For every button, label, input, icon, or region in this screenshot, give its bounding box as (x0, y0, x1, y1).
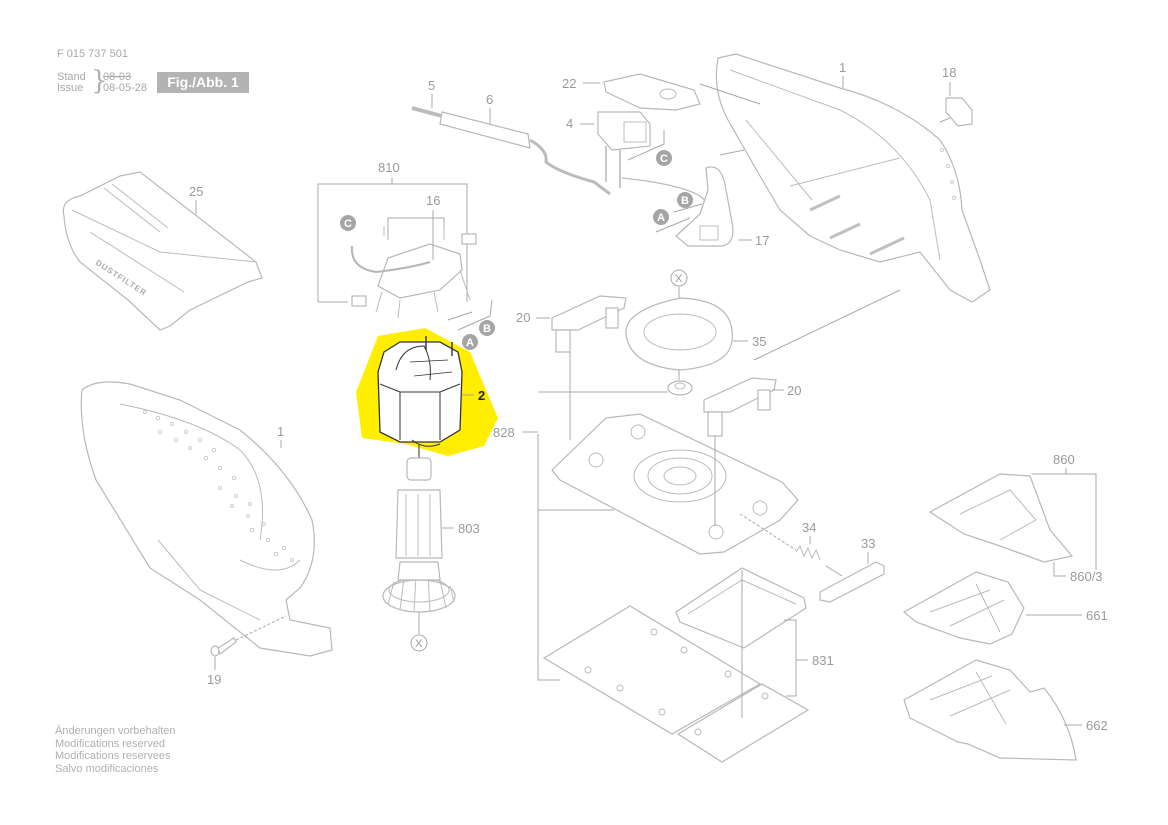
svg-text:A: A (657, 212, 665, 224)
part-dust-filter-25[interactable]: DUSTFILTER (62, 171, 263, 331)
part-lock-slider-33[interactable] (819, 561, 885, 603)
part-cable-guard-6[interactable] (439, 111, 611, 196)
carbon-brush-right (461, 233, 477, 245)
issue-label: Issue (57, 82, 84, 94)
housing-vent-holes (142, 409, 294, 563)
part-delta-plate-860[interactable] (928, 473, 1074, 563)
part-base-plate-828[interactable] (551, 413, 799, 555)
svg-text:B: B (681, 195, 689, 207)
label-33: 33 (861, 536, 875, 551)
svg-text:A: A (466, 337, 474, 349)
part-sanding-plate-831[interactable] (675, 567, 807, 649)
part-number: F 015 737 501 (57, 48, 128, 60)
connector-a-mid: A (462, 334, 478, 350)
part-armature-803[interactable] (382, 444, 456, 613)
part-clip-20-right[interactable] (703, 377, 777, 437)
issue-date: 08-05-28 (103, 82, 148, 94)
note-en: Modifications reserved (55, 737, 166, 750)
sanding-sheet-small (676, 683, 810, 763)
stand-date-struck: 08-03 (103, 71, 132, 83)
bearing (667, 380, 693, 396)
part-spring-34[interactable] (795, 544, 821, 561)
label-1-left: 1 (277, 424, 284, 439)
label-828: 828 (493, 425, 515, 440)
svg-text:C: C (344, 218, 352, 230)
part-housing-top-1[interactable] (715, 53, 991, 303)
label-16: 16 (426, 193, 440, 208)
note-es: Salvo modificaciones (55, 762, 159, 775)
sanding-sheet-large (542, 605, 762, 735)
label-860: 860 (1053, 452, 1075, 467)
note-de: Änderungen vorbehalten (55, 725, 176, 737)
label-5: 5 (428, 78, 435, 93)
part-button-18[interactable] (945, 97, 973, 127)
stand-label: Stand (57, 71, 86, 83)
connector-c-left: C (340, 215, 356, 231)
part-housing-left-1[interactable] (80, 381, 333, 657)
part-finger-attachment-661[interactable] (902, 571, 1025, 645)
label-20-left: 20 (516, 310, 530, 325)
svg-text:C: C (660, 153, 668, 165)
part-switch-cover-22[interactable] (603, 73, 701, 111)
label-4: 4 (566, 116, 573, 131)
label-18: 18 (942, 65, 956, 80)
part-fan-cover-35[interactable] (625, 297, 733, 371)
connector-c-top: C (656, 150, 672, 166)
svg-text:B: B (483, 323, 491, 335)
connector-a-top: A (653, 209, 669, 225)
part-clip-20-left[interactable] (551, 295, 627, 353)
figure-label: Fig./Abb. 1 (157, 72, 249, 93)
connector-x-bottom: X (410, 634, 428, 652)
connector-x-top: X (670, 269, 688, 287)
label-1-top: 1 (839, 60, 846, 75)
connector-b-mid: B (479, 320, 495, 336)
part-switch-actuator-17[interactable] (675, 166, 734, 247)
part-brush-holder-16[interactable] (350, 226, 477, 319)
label-20-right: 20 (787, 383, 801, 398)
part-cable-5[interactable] (411, 106, 443, 118)
carbon-brush-left (351, 295, 367, 307)
part-switch-4[interactable] (597, 111, 651, 188)
svg-text:X: X (675, 273, 683, 285)
label-662: 662 (1086, 718, 1108, 733)
label-661: 661 (1086, 608, 1108, 623)
brace-glyph: } (91, 66, 108, 96)
label-803: 803 (458, 521, 480, 536)
part-field-2[interactable] (356, 328, 498, 456)
connector-b-top: B (677, 192, 693, 208)
label-831: 831 (812, 653, 834, 668)
label-22: 22 (562, 76, 576, 91)
label-34: 34 (802, 520, 816, 535)
label-860-3: 860/3 (1070, 569, 1103, 584)
svg-text:X: X (415, 638, 423, 650)
modification-notes: Änderungen vorbehalten Modifications res… (55, 725, 175, 775)
part-screw-19[interactable] (210, 637, 237, 657)
label-2: 2 (478, 388, 485, 403)
part-delta-extension-662[interactable] (903, 659, 1077, 761)
label-6: 6 (486, 92, 493, 107)
note-fr: Modifications reservees (55, 750, 171, 762)
label-35: 35 (752, 334, 766, 349)
label-810: 810 (378, 160, 400, 175)
label-25: 25 (189, 184, 203, 199)
label-19: 19 (207, 672, 221, 687)
label-17: 17 (755, 233, 769, 248)
